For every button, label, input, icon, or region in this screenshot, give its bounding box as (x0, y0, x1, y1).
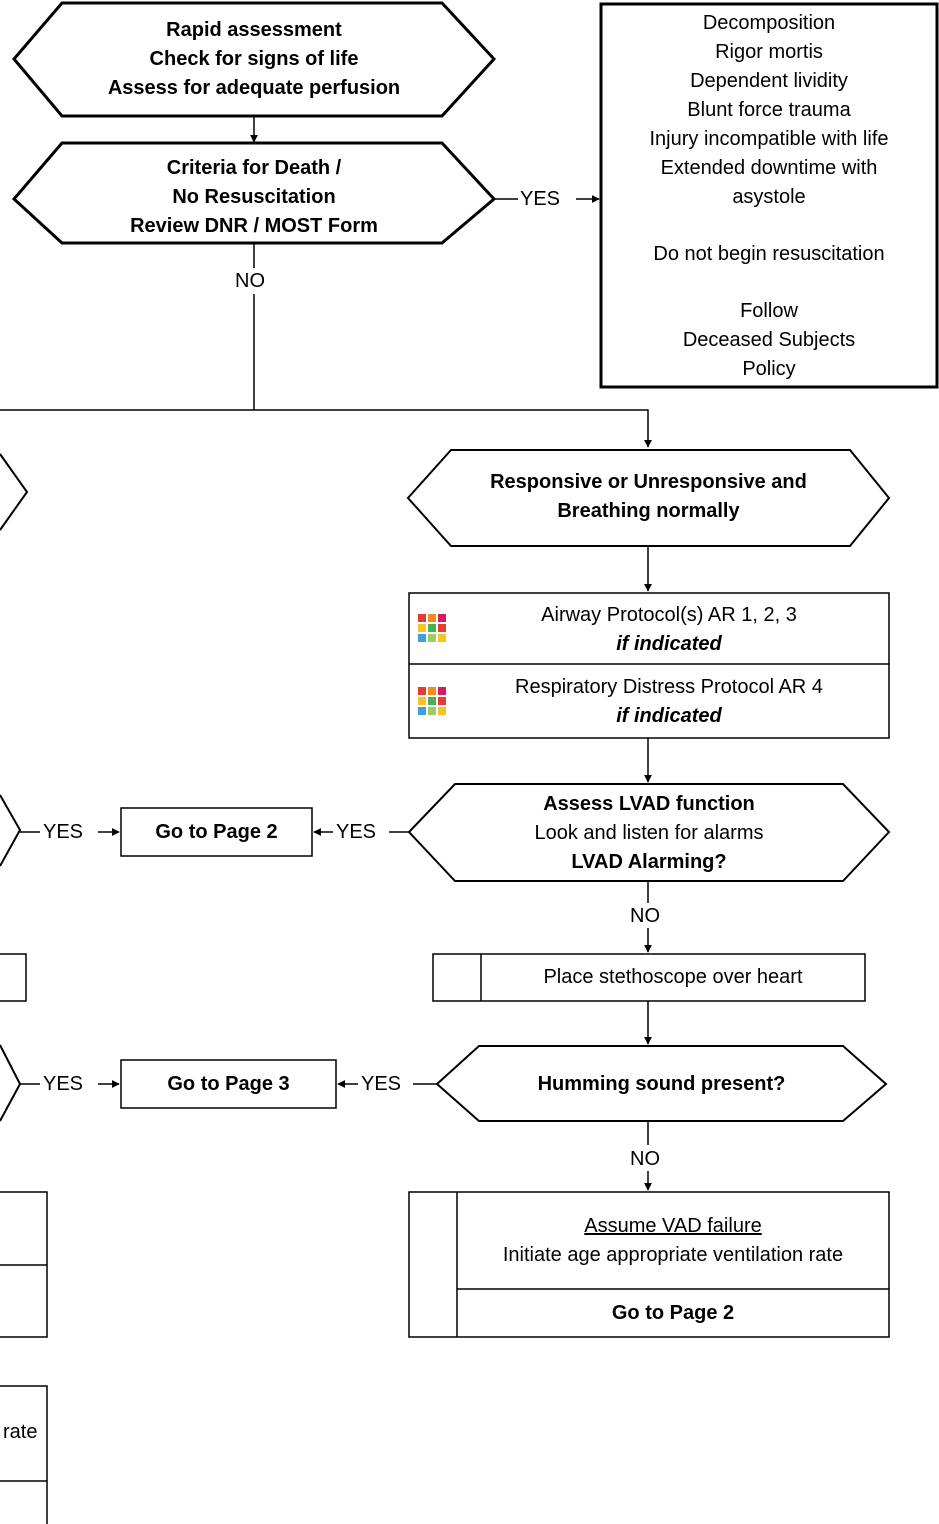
vad-failure-line2: Initiate age appropriate ventilation rat… (502, 1244, 844, 1266)
criteria-death-node: Criteria for Death / No Resuscitation Re… (14, 154, 494, 241)
follow-line: Policy (742, 358, 796, 380)
go-page3-box-shape (120, 1059, 337, 1109)
grid-cell (438, 614, 446, 622)
grid-cell (428, 614, 436, 622)
grid-cell (438, 697, 446, 705)
lvad-line2: Look and listen for alarms (534, 822, 764, 844)
criteria-death-shape (11, 141, 497, 245)
go-page2-box-shape (120, 807, 313, 857)
go-page3-label: Go to Page 3 (167, 1073, 290, 1095)
humming-node: Humming sound present? (437, 1070, 886, 1099)
grid-cell (438, 687, 446, 695)
grid-cell (428, 634, 436, 642)
humming-label: Humming sound present? (537, 1073, 786, 1095)
grid-cell (428, 687, 436, 695)
do-not-begin: Do not begin resuscitation (653, 243, 885, 265)
airway-box-shape (408, 592, 890, 739)
assess-lvad-node: Assess LVAD function Look and listen for… (409, 790, 889, 877)
death-item: Extended downtime with (660, 157, 878, 179)
protocol-grid-icon (418, 687, 446, 715)
death-item: Dependent lividity (690, 70, 848, 92)
vad-failure-node: Assume VAD failure Initiate age appropri… (457, 1212, 889, 1270)
rapid-line2: Check for signs of life (149, 48, 359, 70)
grid-cell (438, 707, 446, 715)
stethoscope-box-shape (432, 953, 866, 1002)
stethoscope-label: Place stethoscope over heart (543, 966, 803, 988)
grid-cell (418, 614, 426, 622)
edge-label-yes: YES (43, 821, 84, 843)
partial-left-text: rate (3, 1421, 38, 1443)
follow-line: Deceased Subjects (682, 329, 856, 351)
edge-label-yes: YES (361, 1073, 402, 1095)
death-item: Rigor mortis (715, 41, 823, 63)
edge-label-no: NO (235, 270, 265, 292)
grid-cell (428, 707, 436, 715)
criteria-line1: Criteria for Death / (166, 157, 342, 179)
edge-split-right (254, 409, 652, 448)
partial-left-hex-lvad (0, 794, 22, 867)
grid-cell (418, 687, 426, 695)
death-criteria-box-shape (599, 2, 939, 389)
rapid-assessment-shape (12, 1, 497, 118)
grid-cell (418, 634, 426, 642)
grid-cell (428, 697, 436, 705)
grid-cell (438, 624, 446, 632)
edge-label-no: NO (630, 905, 660, 927)
responsive-line1: Responsive or Unresponsive and (490, 471, 807, 493)
go-page3-button[interactable]: Go to Page 3 (121, 1070, 336, 1099)
respiratory-protocol-node: Respiratory Distress Protocol AR 4 if in… (409, 673, 889, 731)
go-page2-button[interactable]: Go to Page 2 (121, 818, 312, 847)
respiratory-line2: if indicated (616, 705, 722, 727)
lvad-line3: LVAD Alarming? (571, 851, 727, 873)
edge-label-yes: YES (43, 1073, 84, 1095)
responsive-shape (406, 449, 891, 547)
follow-line: Follow (740, 300, 798, 322)
airway-protocol-node: Airway Protocol(s) AR 1, 2, 3 if indicat… (409, 601, 889, 659)
lvad-line1: Assess LVAD function (543, 793, 755, 815)
vad-failure-go-label: Go to Page 2 (611, 1302, 735, 1324)
vad-failure-box-shape (408, 1191, 890, 1338)
death-item: Decomposition (702, 12, 836, 34)
grid-cell (418, 697, 426, 705)
criteria-line3: Review DNR / MOST Form (130, 215, 378, 237)
stethoscope-node: Place stethoscope over heart (481, 963, 865, 992)
grid-cell (418, 707, 426, 715)
protocol-grid-icon (418, 614, 446, 642)
airway-line2: if indicated (616, 633, 722, 655)
edge-label-yes: YES (336, 821, 377, 843)
rapid-line1: Rapid assessment (166, 19, 342, 41)
death-item: Injury incompatible with life (649, 128, 889, 150)
partial-left-hexagon-shape (0, 453, 29, 531)
grid-cell (428, 624, 436, 632)
grid-cell (438, 634, 446, 642)
partial-left-box-3 (0, 1385, 48, 1524)
edge-label-no: NO (630, 1148, 660, 1170)
partial-left-hex-hum (0, 1044, 22, 1122)
rapid-assessment-node: Rapid assessment Check for signs of life… (14, 16, 494, 103)
criteria-line2: No Resuscitation (172, 186, 336, 208)
responsive-line2: Breathing normally (557, 500, 740, 522)
death-item: Blunt force trauma (687, 99, 851, 121)
responsive-node: Responsive or Unresponsive and Breathing… (408, 468, 889, 526)
grid-cell (418, 624, 426, 632)
go-page2-label: Go to Page 2 (155, 821, 278, 843)
respiratory-line1: Respiratory Distress Protocol AR 4 (515, 676, 823, 698)
vad-failure-title: Assume VAD failure (584, 1215, 762, 1237)
death-criteria-box: Decomposition Rigor mortis Dependent liv… (601, 9, 937, 384)
death-item: asystole (732, 186, 806, 208)
vad-failure-go-page2[interactable]: Go to Page 2 (457, 1299, 889, 1328)
rapid-line3: Assess for adequate perfusion (107, 77, 401, 99)
edge-label-yes: YES (520, 188, 561, 210)
partial-left-box-1 (0, 953, 27, 1002)
airway-line1: Airway Protocol(s) AR 1, 2, 3 (541, 604, 797, 626)
